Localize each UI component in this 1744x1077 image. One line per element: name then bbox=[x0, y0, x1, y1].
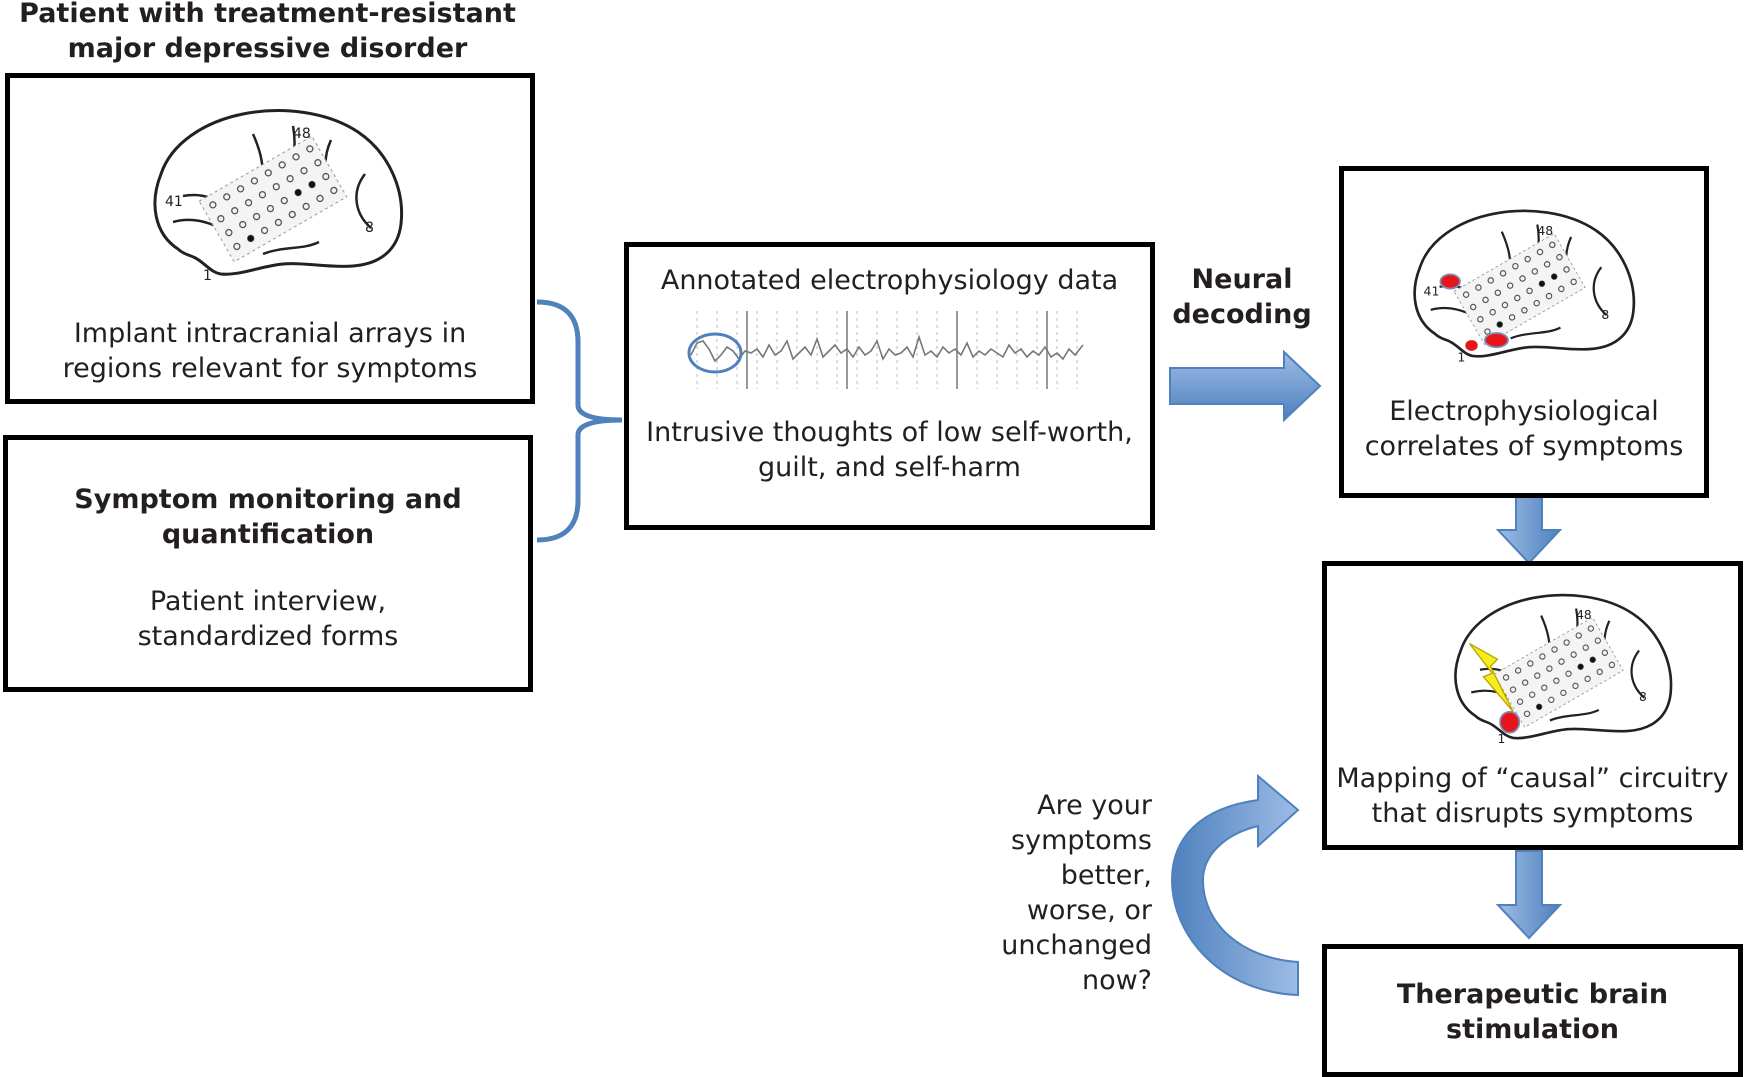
feedback-line3: better, bbox=[1060, 860, 1152, 891]
feedback-line2: symptoms bbox=[1011, 825, 1152, 856]
monitoring-title-line2: quantification bbox=[161, 519, 375, 550]
ephys-desc-line1: Intrusive thoughts of low self-worth, bbox=[646, 417, 1133, 448]
stimulation-line1: Therapeutic brain bbox=[1396, 979, 1669, 1010]
decoding-line2: decoding bbox=[1172, 299, 1312, 330]
feedback-line6: now? bbox=[1081, 965, 1152, 996]
mapping-line2: that disrupts symptoms bbox=[1371, 798, 1694, 829]
monitoring-box: Symptom monitoring and quantification Pa… bbox=[3, 435, 533, 692]
eeg-trace-icon bbox=[687, 311, 1084, 389]
array-label-right: 8 bbox=[1601, 307, 1609, 322]
mapping-box: 48 8 1 Mapping of “causal” circuitry tha… bbox=[1322, 561, 1743, 850]
stimulation-text: Therapeutic brain stimulation bbox=[1327, 977, 1738, 1047]
feedback-curved-arrow bbox=[1170, 773, 1300, 997]
lightning-bolt-icon bbox=[1468, 642, 1514, 713]
patient-title-line1: Patient with treatment-resistant bbox=[19, 0, 516, 29]
implant-line2: regions relevant for symptoms bbox=[62, 353, 478, 384]
decoding-line1: Neural bbox=[1191, 264, 1293, 295]
array-label-left: 41 bbox=[1424, 284, 1440, 299]
array-label-bottom: 1 bbox=[203, 268, 212, 284]
stimulation-line2: stimulation bbox=[1446, 1014, 1619, 1045]
mapping-line1: Mapping of “causal” circuitry bbox=[1336, 763, 1729, 794]
implant-text: Implant intracranial arrays in regions r… bbox=[10, 316, 530, 386]
array-label-top: 48 bbox=[293, 126, 311, 142]
array-label-right: 8 bbox=[365, 220, 374, 236]
brain-electrode-array-icon: 41 48 8 1 bbox=[1413, 209, 1636, 364]
correlates-line1: Electrophysiological bbox=[1389, 396, 1659, 427]
down-arrow-2 bbox=[1495, 850, 1563, 940]
correlates-text: Electrophysiological correlates of sympt… bbox=[1344, 394, 1704, 464]
array-label-bottom: 1 bbox=[1457, 349, 1465, 364]
monitoring-desc-line2: standardized forms bbox=[137, 621, 399, 652]
decoding-label: Neural decoding bbox=[1162, 262, 1322, 332]
ephys-title: Annotated electrophysiology data bbox=[660, 265, 1119, 296]
monitoring-title: Symptom monitoring and quantification bbox=[8, 482, 528, 552]
patient-title-line2: major depressive disorder bbox=[67, 33, 468, 64]
brain-electrode-array-icon: 48 8 1 bbox=[1454, 593, 1673, 746]
merge-brace bbox=[536, 299, 623, 543]
feedback-question: Are your symptoms better, worse, or unch… bbox=[980, 788, 1152, 998]
correlates-line2: correlates of symptoms bbox=[1364, 431, 1684, 462]
array-label-bottom: 1 bbox=[1497, 732, 1505, 746]
array-label-left: 41 bbox=[165, 194, 183, 210]
ephys-desc-line2: guilt, and self-harm bbox=[758, 452, 1021, 483]
array-label-top: 48 bbox=[1537, 223, 1553, 238]
decoding-arrow bbox=[1169, 349, 1322, 423]
correlates-box: 41 48 8 1 Electrophysiological correlate… bbox=[1339, 166, 1709, 498]
ephys-box: Annotated electrophysiology data Intrusi… bbox=[624, 242, 1155, 530]
array-label-right: 8 bbox=[1639, 690, 1647, 704]
mapping-text: Mapping of “causal” circuitry that disru… bbox=[1327, 761, 1738, 831]
implant-box: 41 48 8 1 Implant intracranial arrays in… bbox=[5, 73, 535, 404]
patient-title: Patient with treatment-resistant major d… bbox=[0, 0, 535, 66]
implant-line1: Implant intracranial arrays in bbox=[73, 318, 467, 349]
ephys-desc: Intrusive thoughts of low self-worth, gu… bbox=[629, 415, 1150, 485]
monitoring-title-line1: Symptom monitoring and bbox=[74, 484, 462, 515]
monitoring-desc: Patient interview, standardized forms bbox=[8, 584, 528, 654]
feedback-line1: Are your bbox=[1037, 790, 1152, 821]
feedback-line4: worse, or bbox=[1026, 895, 1152, 926]
monitoring-desc-line1: Patient interview, bbox=[149, 586, 387, 617]
stimulation-box: Therapeutic brain stimulation bbox=[1322, 944, 1743, 1077]
feedback-line5: unchanged bbox=[1001, 930, 1152, 961]
brain-electrode-array-icon: 41 48 8 1 bbox=[153, 109, 404, 284]
array-label-top: 48 bbox=[1576, 608, 1592, 622]
